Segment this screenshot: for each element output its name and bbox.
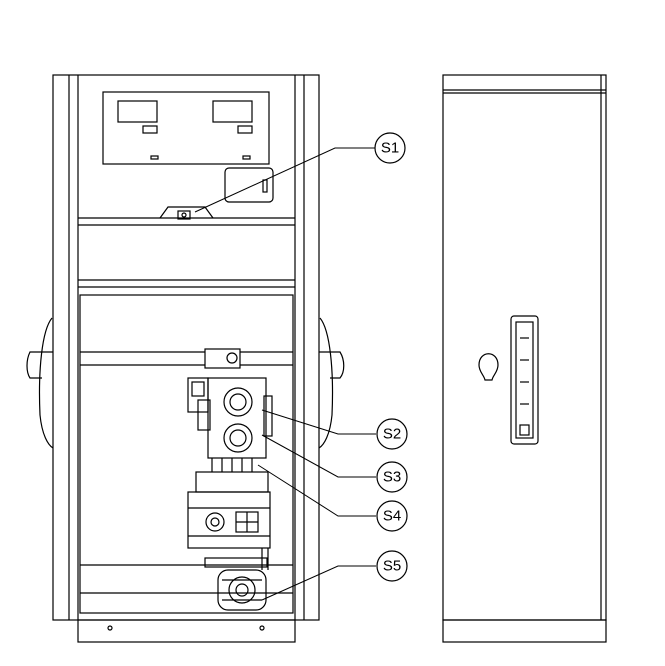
pump-unit <box>187 491 271 549</box>
callouts <box>374 132 408 582</box>
callout-bubble-s3 <box>376 461 408 493</box>
leader-s1 <box>194 147 375 213</box>
s1-sensor-bracket <box>159 206 214 219</box>
side-cabinet-outline <box>442 74 607 621</box>
callout-bubble-s4 <box>376 500 408 532</box>
callout-bubble-s2 <box>376 418 408 450</box>
side-hanger <box>478 353 499 381</box>
callout-label-s5: S5 <box>383 558 401 575</box>
meter-piston-lower <box>223 423 253 453</box>
callout-bubble-s1 <box>374 132 406 164</box>
callout-bubble-s5 <box>376 550 408 582</box>
meter-piston-upper <box>223 387 253 417</box>
display-panel <box>102 91 270 165</box>
card-reader-panel <box>224 167 274 203</box>
hydraulic-cavity <box>79 294 294 614</box>
display-window-left <box>117 100 158 123</box>
leader-s2 <box>261 409 376 435</box>
flow-meter-body <box>207 377 267 459</box>
callout-label-s2: S2 <box>383 426 401 443</box>
motor-unit <box>217 569 267 611</box>
leader-s4 <box>257 464 376 517</box>
nozzle-holster-right <box>318 317 334 449</box>
side-base-plinth <box>442 619 607 643</box>
leader-lines <box>194 147 376 601</box>
callout-label-s1: S1 <box>381 140 399 157</box>
nozzle-holster-left <box>38 317 54 449</box>
side-view <box>442 74 607 643</box>
callout-label-s3: S3 <box>383 469 401 486</box>
nozzle-boot <box>510 315 539 445</box>
leader-s3 <box>261 434 376 478</box>
front-cabinet-outline <box>52 74 320 621</box>
display-window-right <box>212 100 253 123</box>
callout-label-s4: S4 <box>383 508 401 525</box>
front-base-plinth <box>77 619 296 643</box>
leader-s5 <box>261 565 376 601</box>
front-view <box>26 74 345 643</box>
